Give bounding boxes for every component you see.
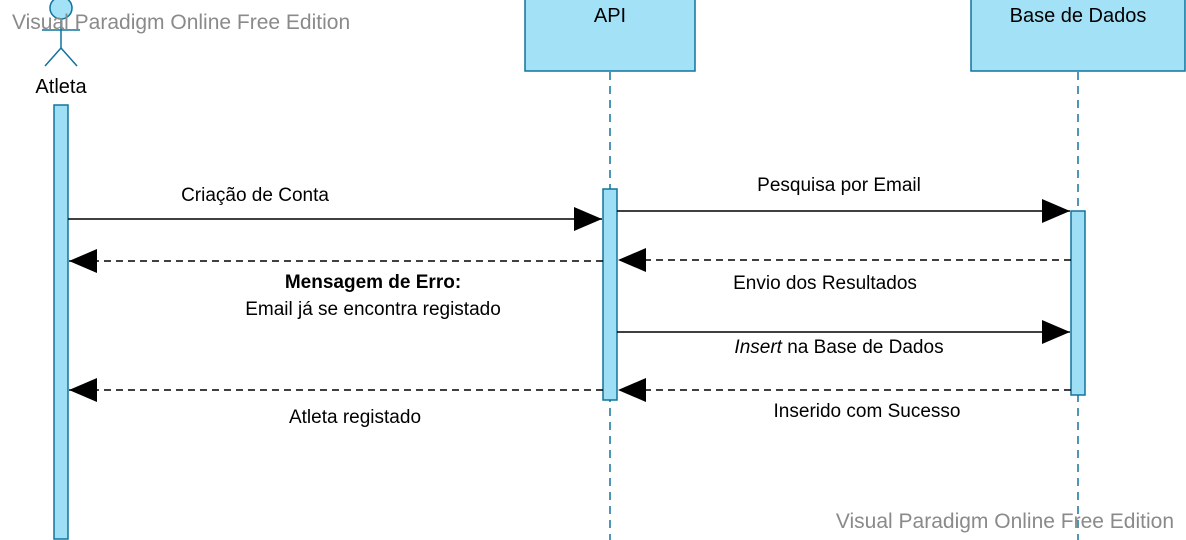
- message-insert-label: Insert na Base de Dados: [734, 337, 943, 358]
- actor-label: Atleta: [35, 76, 87, 98]
- message-insert-success[interactable]: Inserido com Sucesso: [618, 378, 1071, 422]
- message-send-results-label: Envio dos Resultados: [733, 273, 917, 294]
- message-insert-label-italic: Insert: [734, 337, 782, 358]
- message-athlete-registered[interactable]: Atleta registado: [69, 378, 603, 428]
- activation-db: [1070, 210, 1086, 396]
- message-error-detail: Email já se encontra registado: [245, 299, 501, 320]
- participant-db-label: Base de Dados: [1010, 5, 1147, 27]
- watermark-top: Visual Paradigm Online Free Edition: [12, 11, 350, 34]
- message-error-title: Mensagem de Erro:: [285, 272, 461, 293]
- message-create-account[interactable]: Criação de Conta: [68, 185, 602, 231]
- message-insert[interactable]: Insert na Base de Dados: [617, 320, 1070, 358]
- participant-db[interactable]: Base de Dados: [970, 0, 1186, 72]
- participant-api-label: API: [594, 5, 626, 27]
- participant-api[interactable]: API: [524, 0, 696, 72]
- message-insert-label-rest: na Base de Dados: [782, 337, 944, 358]
- message-insert-success-label: Inserido com Sucesso: [774, 401, 961, 422]
- watermark-bottom: Visual Paradigm Online Free Edition: [836, 510, 1174, 533]
- message-search-email[interactable]: Pesquisa por Email: [617, 175, 1070, 223]
- message-error[interactable]: Mensagem de Erro: Email já se encontra r…: [69, 249, 603, 320]
- message-athlete-registered-label: Atleta registado: [289, 407, 421, 428]
- message-send-results[interactable]: Envio dos Resultados: [618, 248, 1071, 294]
- message-search-email-label: Pesquisa por Email: [757, 175, 921, 196]
- actor-figure[interactable]: [42, 0, 80, 67]
- message-create-account-label: Criação de Conta: [181, 185, 329, 206]
- activation-api: [602, 188, 618, 401]
- activation-actor: [53, 104, 69, 540]
